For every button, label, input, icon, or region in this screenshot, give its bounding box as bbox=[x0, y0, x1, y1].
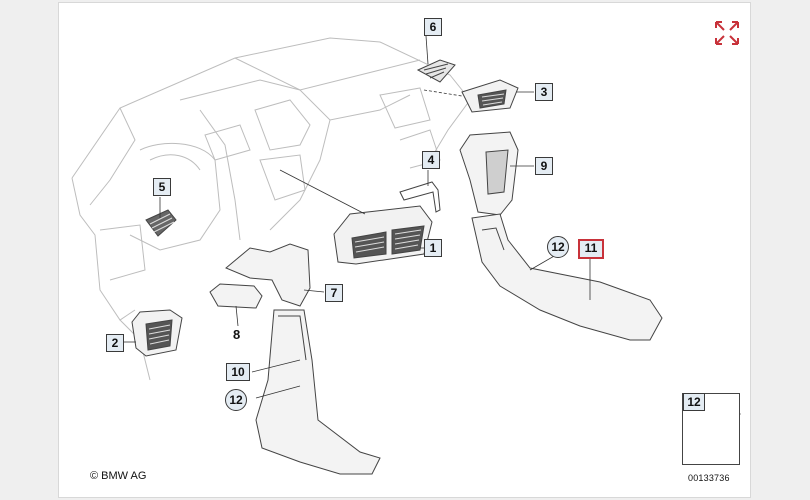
label-part-9[interactable]: 9 bbox=[535, 157, 553, 175]
label-part-1[interactable]: 1 bbox=[424, 239, 442, 257]
label-part-2[interactable]: 2 bbox=[106, 334, 124, 352]
label-part-3[interactable]: 3 bbox=[535, 83, 553, 101]
label-part-4[interactable]: 4 bbox=[422, 151, 440, 169]
label-part-11-highlighted[interactable]: 11 bbox=[578, 239, 604, 259]
label-part-6[interactable]: 6 bbox=[424, 18, 442, 36]
reference-number: 00133736 bbox=[688, 473, 730, 483]
label-part-7[interactable]: 7 bbox=[325, 284, 343, 302]
label-part-5[interactable]: 5 bbox=[153, 178, 171, 196]
expand-arrows-icon[interactable] bbox=[715, 21, 739, 45]
copyright-text: © BMW AG bbox=[90, 470, 147, 482]
circle-label-part-12-a[interactable]: 12 bbox=[547, 236, 569, 258]
label-part-10[interactable]: 10 bbox=[226, 363, 250, 381]
circle-label-part-12-b[interactable]: 12 bbox=[225, 389, 247, 411]
legend-label-part-12[interactable]: 12 bbox=[683, 393, 705, 411]
label-part-8[interactable]: 8 bbox=[233, 327, 241, 342]
